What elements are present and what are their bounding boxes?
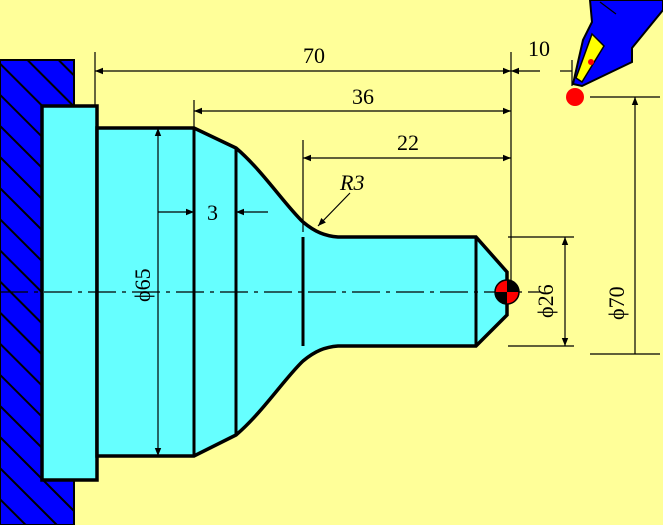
workpiece (40, 104, 509, 482)
tool-insert (575, 32, 605, 84)
dim-chamfer: 3 (207, 200, 218, 225)
fillet-leader (317, 192, 351, 227)
dim-fillet-radius: R3 (339, 170, 364, 195)
dim-shoulder-length: 36 (352, 84, 374, 109)
dimension-texts: 70 36 22 10 3 R3 ϕ65 ϕ26 ϕ70 (130, 36, 629, 320)
dim-total-length: 70 (303, 43, 325, 68)
dim-dia-tool: ϕ70 (604, 286, 629, 320)
cutting-tool (571, 0, 663, 88)
dim-small-length: 22 (397, 130, 419, 155)
dimension-lines (95, 60, 639, 456)
origin-marker-icon (494, 279, 520, 305)
dim-dia-large: ϕ65 (130, 268, 155, 302)
tool-point-icon (566, 88, 584, 106)
dim-tool-offset: 10 (528, 36, 550, 61)
workpiece-flange (40, 104, 99, 482)
dim-dia-small: ϕ26 (533, 284, 558, 318)
